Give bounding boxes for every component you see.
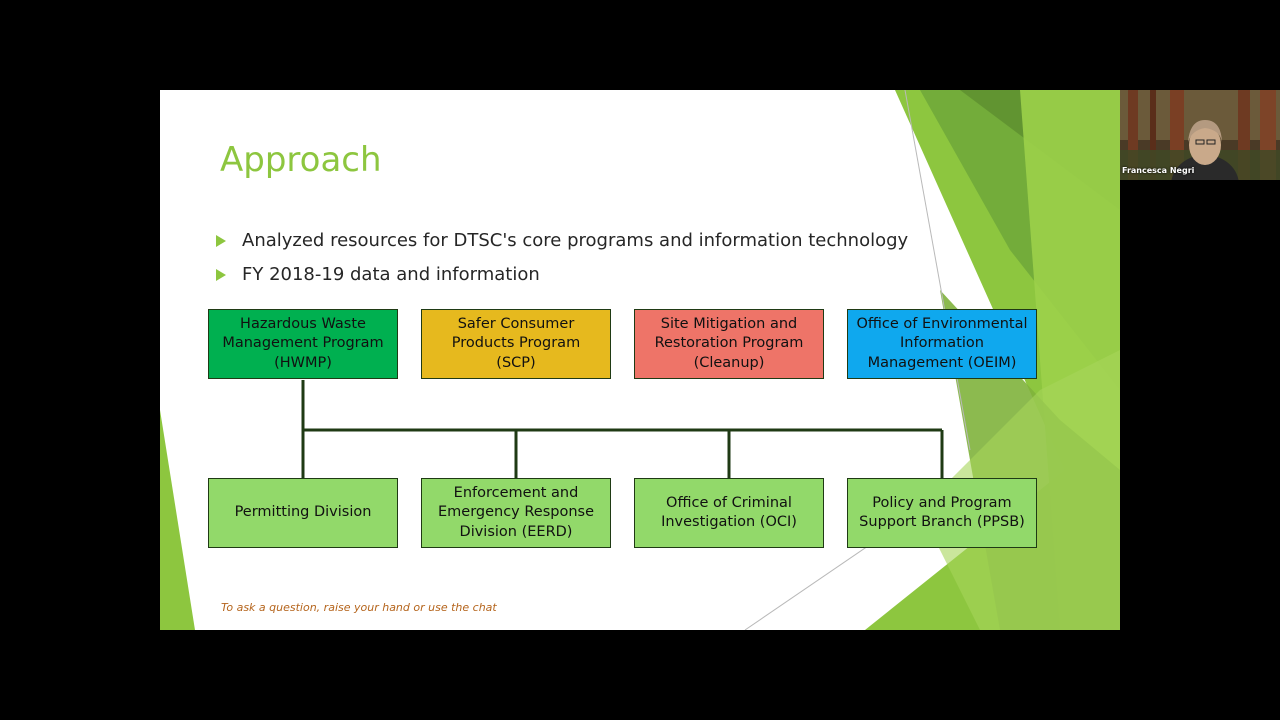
question-footnote: To ask a question, raise your hand or us… [221,601,497,614]
program-label: Safer Consumer Products Program (SCP) [451,315,581,371]
division-box-oci: Office of Criminal Investigation (OCI) [634,478,824,548]
program-box-oeim: Office of Environmental Information Mana… [847,309,1037,379]
program-box-hwmp: Hazardous Waste Management Program (HWMP… [208,309,398,379]
program-box-cleanup: Site Mitigation and Restoration Program … [634,309,824,379]
division-box-ppsb: Policy and Program Support Branch (PPSB) [847,478,1037,548]
division-label: Office of Criminal Investigation (OCI) [661,494,797,531]
triangle-bullet-icon [216,269,226,281]
program-label: Hazardous Waste Management Program (HWMP… [222,315,384,371]
division-label: Permitting Division [234,504,372,521]
slide-title: Approach [220,140,382,180]
participant-name: Francesca Negri [1122,166,1195,175]
bullet-text: FY 2018-19 data and information [242,264,540,285]
participant-video-tile[interactable]: Francesca Negri [1120,90,1280,180]
division-box-permitting: Permitting Division [208,478,398,548]
division-label: Policy and Program Support Branch (PPSB) [859,494,1025,531]
program-label: Site Mitigation and Restoration Program … [654,315,804,371]
division-box-eerd: Enforcement and Emergency Response Divis… [421,478,611,548]
bullet-list: Analyzed resources for DTSC's core progr… [216,228,908,296]
bullet-item: FY 2018-19 data and information [216,262,908,296]
program-box-scp: Safer Consumer Products Program (SCP) [421,309,611,379]
presentation-slide: Approach Analyzed resources for DTSC's c… [160,90,1120,630]
triangle-bullet-icon [216,235,226,247]
bullet-text: Analyzed resources for DTSC's core progr… [242,230,909,251]
bullet-item: Analyzed resources for DTSC's core progr… [216,228,908,262]
video-feed-image [1120,90,1280,180]
program-label: Office of Environmental Information Mana… [856,315,1028,371]
division-label: Enforcement and Emergency Response Divis… [437,484,595,540]
